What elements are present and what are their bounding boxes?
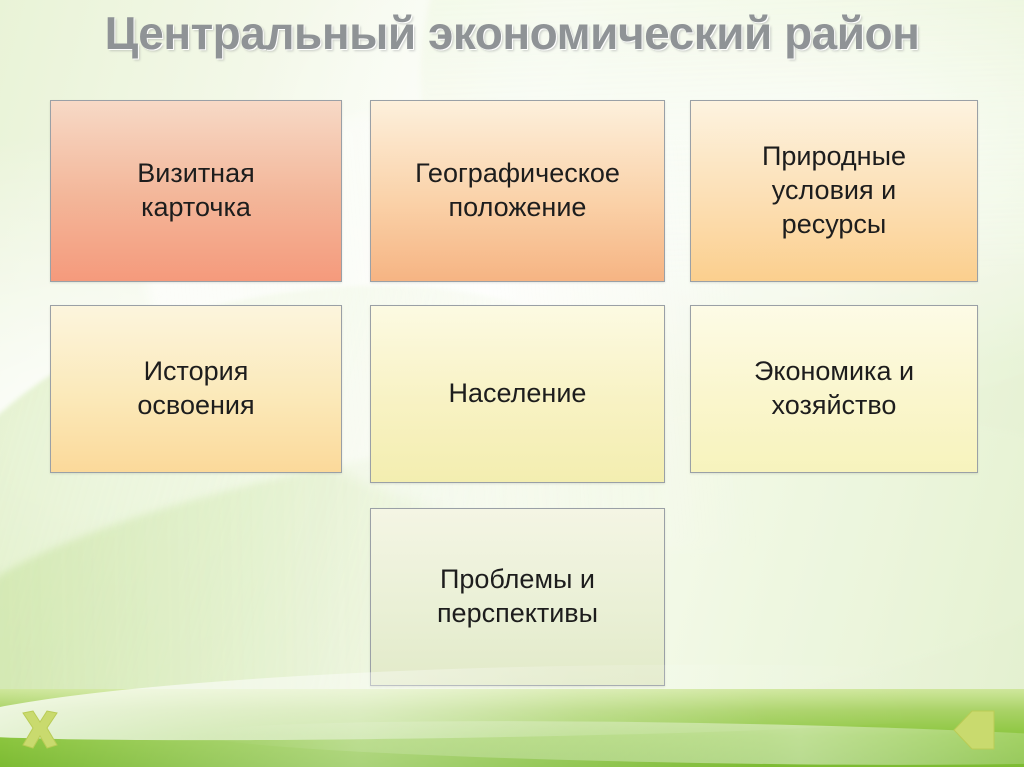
diagram-box-label-line: условия и xyxy=(771,175,897,206)
diagram-box-problemy-i-perspektivy[interactable]: Проблемы и перспективы xyxy=(370,508,665,686)
close-x-icon[interactable] xyxy=(16,707,64,753)
diagram-box-ekonomika-i-hozyaystvo[interactable]: Экономика и хозяйство xyxy=(690,305,978,473)
diagram-box-label-line: Экономика и xyxy=(753,356,915,387)
diagram-box-label-line: перспективы xyxy=(436,598,599,628)
diagram-box-label: Географическое положение xyxy=(415,157,620,225)
diagram-box-naselenie[interactable]: Население xyxy=(370,305,665,483)
diagram-box-prirodnye-usloviya-i-resursy[interactable]: Природные условия и ресурсы xyxy=(690,100,978,282)
diagram-box-label-line: Население xyxy=(448,378,587,409)
diagram-box-label-line: Природные xyxy=(761,141,907,172)
diagram-box-label: Проблемы и перспективы xyxy=(437,563,598,631)
diagram-box-visitnaya-kartochka[interactable]: Визитная карточка xyxy=(50,100,342,282)
diagram-box-label: Экономика и хозяйство xyxy=(754,355,914,423)
slide-title: Центральный экономический район xyxy=(104,7,920,59)
diagram-box-label-line: История xyxy=(143,356,249,387)
diagram-box-label-line: ресурсы xyxy=(781,208,887,239)
diagram-box-label-line: карточка xyxy=(141,192,251,222)
diagram-box-label-line: освоения xyxy=(137,390,255,420)
diagram-box-label: Визитная карточка xyxy=(137,157,254,225)
back-arrow-icon[interactable] xyxy=(948,707,1006,753)
diagram-box-label-line: Визитная xyxy=(137,158,255,189)
diagram-box-geograficheskoe-polozhenie[interactable]: Географическое положение xyxy=(370,100,665,282)
diagram-box-label-line: хозяйство xyxy=(771,390,897,420)
diagram-box-label-line: Проблемы и xyxy=(439,564,595,595)
diagram-box-label-line: Географическое xyxy=(415,158,620,189)
bottom-decorative-band xyxy=(0,689,1024,767)
diagram-box-label-line: положение xyxy=(448,192,587,222)
diagram-box-label: Население xyxy=(449,377,587,411)
diagram-box-label: Природные условия и ресурсы xyxy=(762,140,906,241)
diagram-box-istoriya-osvoeniya[interactable]: История освоения xyxy=(50,305,342,473)
diagram-box-label: История освоения xyxy=(137,355,254,423)
